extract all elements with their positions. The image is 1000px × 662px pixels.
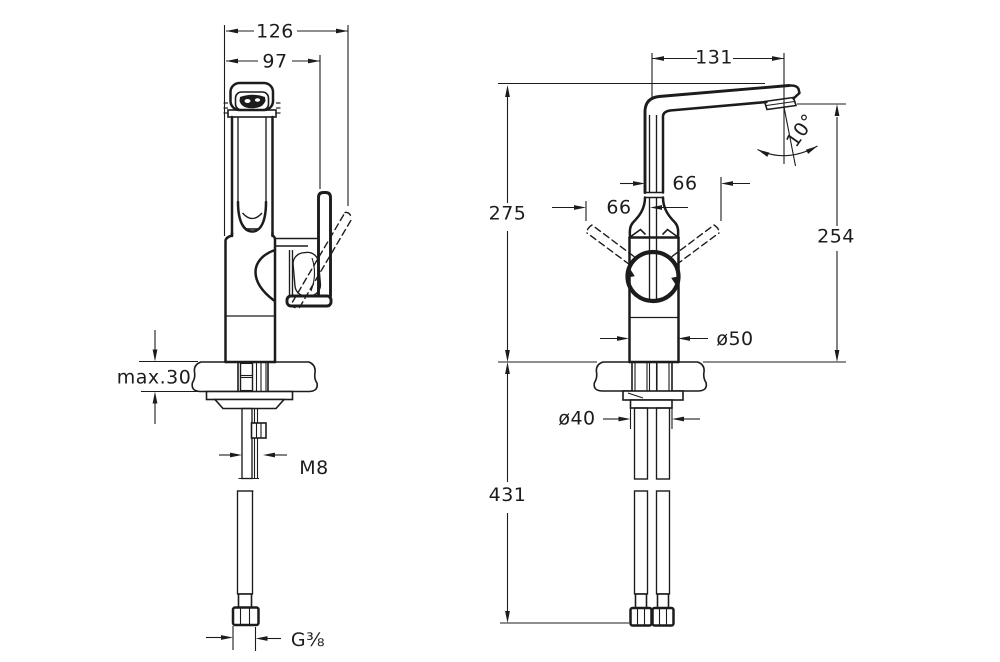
arrowhead [652,56,664,61]
faucet-front-body [586,84,801,364]
arrowhead [230,452,242,458]
deck-hole-parts [634,361,670,392]
aerator-mesh [239,94,266,109]
arrowhead [617,336,629,341]
supply-hose [236,490,254,595]
hose-nut [651,606,675,627]
lever-handle-rotated [288,211,353,310]
dim-outlet-angle: 10° [757,106,820,167]
arrowhead [505,362,510,374]
dim-hose-thread: G⅜ [206,626,325,651]
front-view: 131 275 254 431 [489,47,855,627]
dim-spout-depth: 97 [226,51,321,189]
arrowhead [221,635,233,640]
dim-overall-depth: 126 [223,21,349,236]
washer-plate [205,390,294,401]
lever-socket [292,251,322,297]
arrowhead [672,416,684,422]
dim-height-outlet: 254 [817,104,855,362]
dim-66-lower-label: 66 [606,197,631,219]
hose-nut [629,606,653,627]
lock-collar [629,399,673,409]
arrowhead [308,58,320,64]
arrowhead [805,146,818,154]
arrowhead [505,85,510,97]
dim-deck-thickness: max.30 [117,330,207,424]
arrowhead [574,205,586,210]
knurl-ticks [223,102,281,114]
arrowhead [834,350,840,362]
arrowhead [633,181,645,186]
arrowhead [152,349,158,362]
fixation-set-front [622,390,684,627]
arrowhead [721,181,733,186]
outlet-aerator [763,96,798,111]
lever-handle [317,191,332,298]
arrowhead [671,276,679,286]
dim-m8-label: M8 [299,457,328,479]
dim-thread-m8: M8 [219,452,328,479]
lever-foot [285,294,333,308]
side-view: 126 97 [117,21,353,651]
arrowhead [505,350,510,362]
arrowhead [226,28,238,34]
dim-97-label: 97 [262,51,287,73]
arrowhead [757,149,770,157]
handle-swing-right-dashed [671,224,720,266]
countertop-section-front [593,361,708,392]
arrowhead [834,104,840,116]
lever-rotation-indicator [625,249,681,304]
hose-collar [656,593,670,609]
deck-hole-parts [239,362,267,392]
fixation-set-side [205,390,294,627]
arrowhead [152,391,158,404]
handle-swing-left-dashed [586,224,635,266]
dim-body-diameter: ø50 [600,328,753,350]
cartridge-dome [254,248,277,302]
dim-max30-label: max.30 [117,367,192,389]
dim-height-overall: 275 [489,85,527,362]
supply-hose-right [655,407,671,480]
washer-plate [622,390,684,401]
dim-431-label: 431 [489,484,527,506]
arrowhead [678,336,690,341]
arrowhead [505,611,510,623]
supply-hose-left [633,407,649,480]
m8-nut [250,422,267,439]
dim-126-label: 126 [256,21,294,43]
faucet-side-body [223,81,353,364]
hose-nut [231,606,260,627]
dim-254-label: 254 [817,226,855,248]
fixation-nut [213,398,286,410]
arrowhead [772,56,784,61]
dim-hose-length: 431 [489,362,527,623]
dim-d50-label: ø50 [716,328,753,350]
arrowhead [336,28,348,34]
dim-hole-diameter: ø40 [558,407,700,430]
arrowhead [226,58,238,64]
dim-g38-label: G⅜ [291,629,325,651]
dim-275-label: 275 [489,203,527,225]
hose-collar [237,593,253,609]
arrowhead [255,636,268,641]
arrowhead [627,268,635,278]
dim-66-upper-label: 66 [672,173,697,195]
dim-d40-label: ø40 [558,408,595,430]
arrowhead [263,452,275,458]
threaded-rod [241,407,253,480]
dim-handle-swing-left: 66 [552,197,688,221]
hose-collar [634,593,648,609]
inner-tube-bottom [236,200,268,233]
arrowhead [618,416,631,422]
countertop-section-side [191,361,319,393]
dim-angle-label: 10° [782,110,820,151]
dim-handle-swing-right: 66 [620,173,750,221]
dim-131-label: 131 [695,47,733,69]
